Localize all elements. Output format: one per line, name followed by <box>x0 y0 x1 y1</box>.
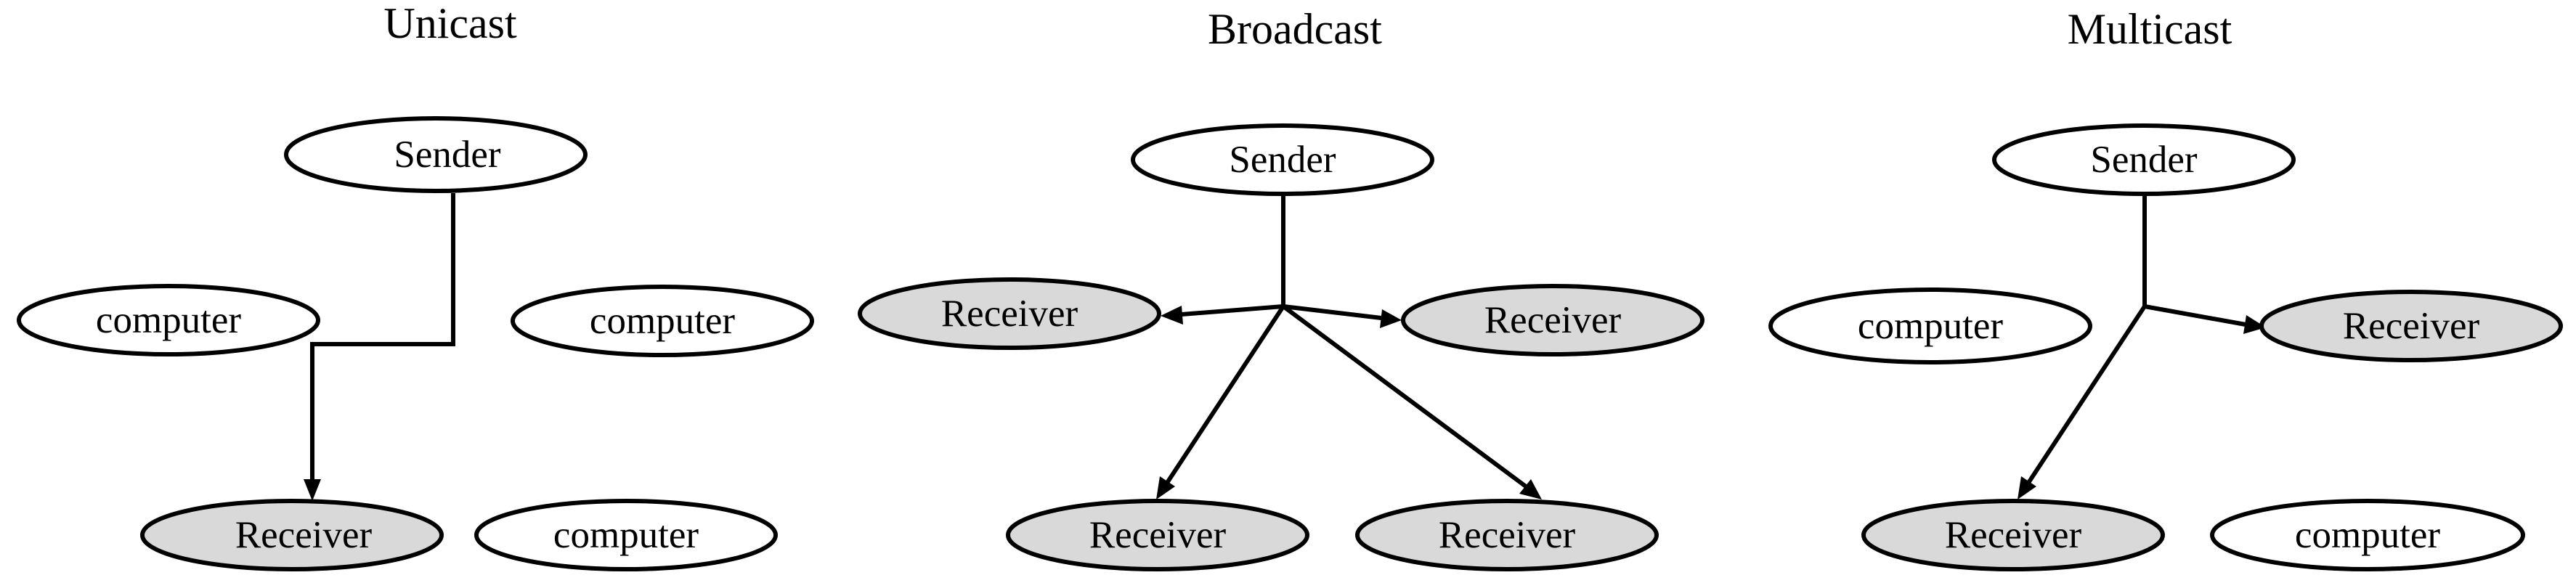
node-ellipse <box>2210 499 2525 571</box>
node-label: computer <box>553 514 699 556</box>
node-computer: computer <box>511 285 814 357</box>
node-ellipse <box>1006 499 1309 571</box>
broadcast-title: Broadcast <box>1208 5 1382 53</box>
node-ellipse <box>858 277 1161 350</box>
edge-to-receiver-bottom-right <box>1282 304 1527 489</box>
node-ellipse <box>1355 499 1659 571</box>
node-ellipse <box>1768 288 2092 364</box>
node-label: computer <box>1858 305 2003 347</box>
node-sender: Sender <box>284 116 588 193</box>
arrowhead <box>2243 315 2266 334</box>
arrowhead <box>1156 476 1175 500</box>
node-receiver: Receiver <box>1355 499 1659 571</box>
broadcast-panel: Broadcast Sender Receiver Receiver Recei… <box>858 5 1705 571</box>
node-label: Receiver <box>1945 514 2082 556</box>
node-receiver: Receiver <box>1006 499 1309 571</box>
node-label: computer <box>96 299 241 341</box>
node-label: Sender <box>1229 139 1336 181</box>
multicast-title: Multicast <box>2068 5 2232 53</box>
node-label: Sender <box>394 134 501 176</box>
edge-sender-to-receiver <box>310 193 455 481</box>
node-ellipse <box>1861 499 2165 571</box>
node-ellipse <box>2259 290 2563 362</box>
arrowhead <box>1519 479 1542 500</box>
node-ellipse <box>474 499 778 571</box>
edge-to-receiver-right <box>1283 304 1382 320</box>
node-receiver: Receiver <box>1861 499 2165 571</box>
node-label: Receiver <box>941 293 1078 335</box>
node-label: Receiver <box>1484 299 1622 341</box>
node-computer: computer <box>17 284 320 356</box>
node-label: computer <box>2295 514 2440 556</box>
edge-to-receiver-bottom-left <box>2026 305 2147 484</box>
node-ellipse <box>1992 123 2296 196</box>
node-label: Receiver <box>235 514 373 556</box>
node-label: computer <box>590 300 735 342</box>
node-receiver: Receiver <box>2259 290 2563 362</box>
node-ellipse <box>17 284 320 356</box>
node-ellipse <box>1131 123 1434 196</box>
unicast-title: Unicast <box>383 0 517 47</box>
arrowhead <box>304 479 321 501</box>
node-receiver: Receiver <box>858 277 1161 350</box>
node-computer: computer <box>1768 288 2092 364</box>
node-ellipse <box>284 116 588 193</box>
node-ellipse <box>1401 284 1705 356</box>
arrowhead <box>1380 309 1402 328</box>
node-label: Sender <box>2090 139 2198 181</box>
node-computer: computer <box>2210 499 2525 571</box>
node-label: Receiver <box>2343 305 2480 347</box>
node-label: Receiver <box>1439 514 1576 556</box>
node-ellipse <box>140 499 444 571</box>
arrowhead <box>2018 476 2036 500</box>
node-sender: Sender <box>1992 123 2296 196</box>
node-computer: computer <box>474 499 778 571</box>
node-label: Receiver <box>1089 514 1227 556</box>
multicast-panel: Multicast Sender computer Receiver Recei… <box>1768 5 2563 571</box>
unicast-panel: Unicast Sender computer computer Receive… <box>17 0 814 571</box>
node-sender: Sender <box>1131 123 1434 196</box>
node-receiver: Receiver <box>1401 284 1705 356</box>
edge-to-receiver-left <box>1181 304 1284 317</box>
node-receiver: Receiver <box>140 499 444 571</box>
edge-to-receiver-right <box>2144 304 2246 327</box>
node-ellipse <box>511 285 814 357</box>
arrowhead <box>1161 306 1183 325</box>
edge-to-receiver-bottom-left <box>1165 305 1285 484</box>
